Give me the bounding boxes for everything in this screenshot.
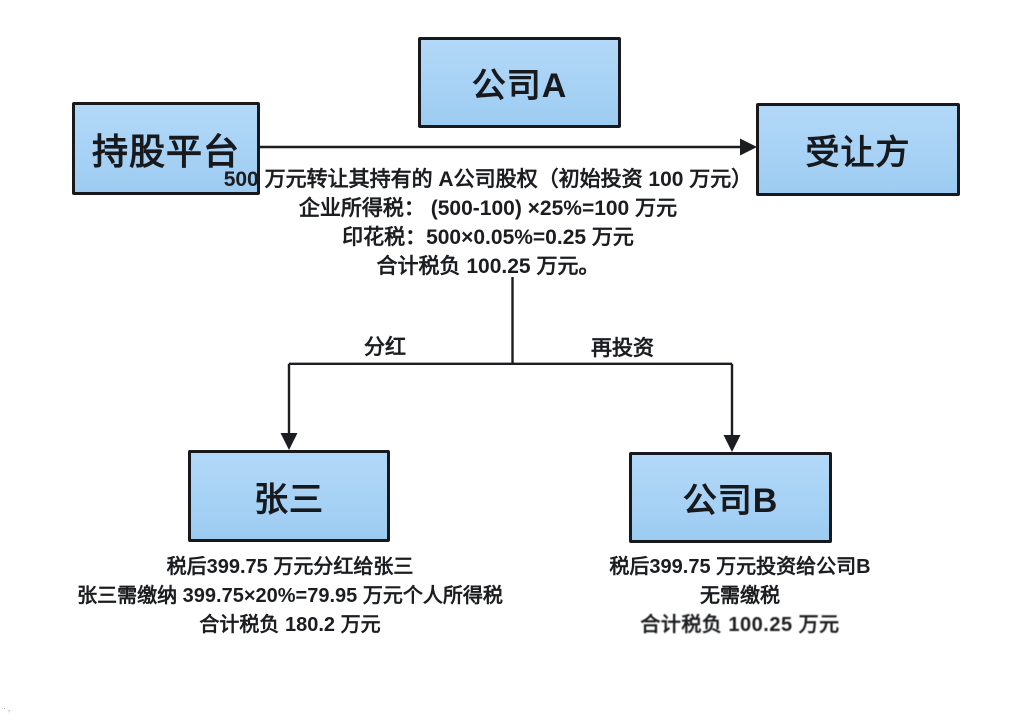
node-transferee: 受让方 [756,103,960,196]
reinvest-branch-label: 再投资 [591,337,654,360]
node-holding-platform: 持股平台 [72,102,260,195]
zhang-san-tax-note-line-2: 张三需缴纳 399.75×20%=79.95 万元个人所得税 [77,585,503,607]
dividend-arrowhead-icon [280,433,298,450]
smudge-artifact: ·‚ [3,703,12,713]
node-company-b: 公司B [629,452,832,543]
transfer-arrowhead-icon [740,138,757,156]
reinvest-arrowhead-icon [723,435,741,452]
dividend-branch-label: 分红 [364,336,406,359]
node-holding-platform-label: 持股平台 [91,130,240,172]
transfer-tax-note-line-4: 合计税负 100.25 万元。 [376,255,600,278]
zhang-san-tax-note-line-3: 合计税负 180.2 万元 [199,614,381,636]
company-b-tax-note-line-1: 税后399.75 万元投资给公司B [609,556,871,578]
node-transferee-label: 受让方 [805,134,911,172]
zhang-san-tax-note: 税后399.75 万元分红给张三 张三需缴纳 399.75×20%=79.95 … [40,553,540,640]
transfer-tax-note-line-2: 企业所得税： (500-100) ×25%=100 万元 [298,197,678,220]
transfer-tax-note: 500 万元转让其持有的 A公司股权（初始投资 100 万元） 企业所得税： (… [178,165,798,281]
company-b-tax-note: 税后399.75 万元投资给公司B 无需缴税 合计税负 100.25 万元 [490,553,990,640]
node-company-a-label: 公司A [471,67,568,105]
node-zhang-san: 张三 [188,450,390,542]
node-company-a: 公司A [418,37,621,128]
node-zhang-san-label: 张三 [254,480,324,519]
company-b-tax-note-line-2: 无需缴税 [700,585,780,607]
zhang-san-tax-note-line-1: 税后399.75 万元分红给张三 [166,556,414,578]
transfer-tax-note-line-1: 500 万元转让其持有的 A公司股权（初始投资 100 万元） [223,168,753,191]
node-company-b-label: 公司B [682,482,779,520]
company-b-tax-note-line-3: 合计税负 100.25 万元 [640,614,840,636]
transfer-tax-note-line-3: 印花税：500×0.05%=0.25 万元 [342,226,634,249]
